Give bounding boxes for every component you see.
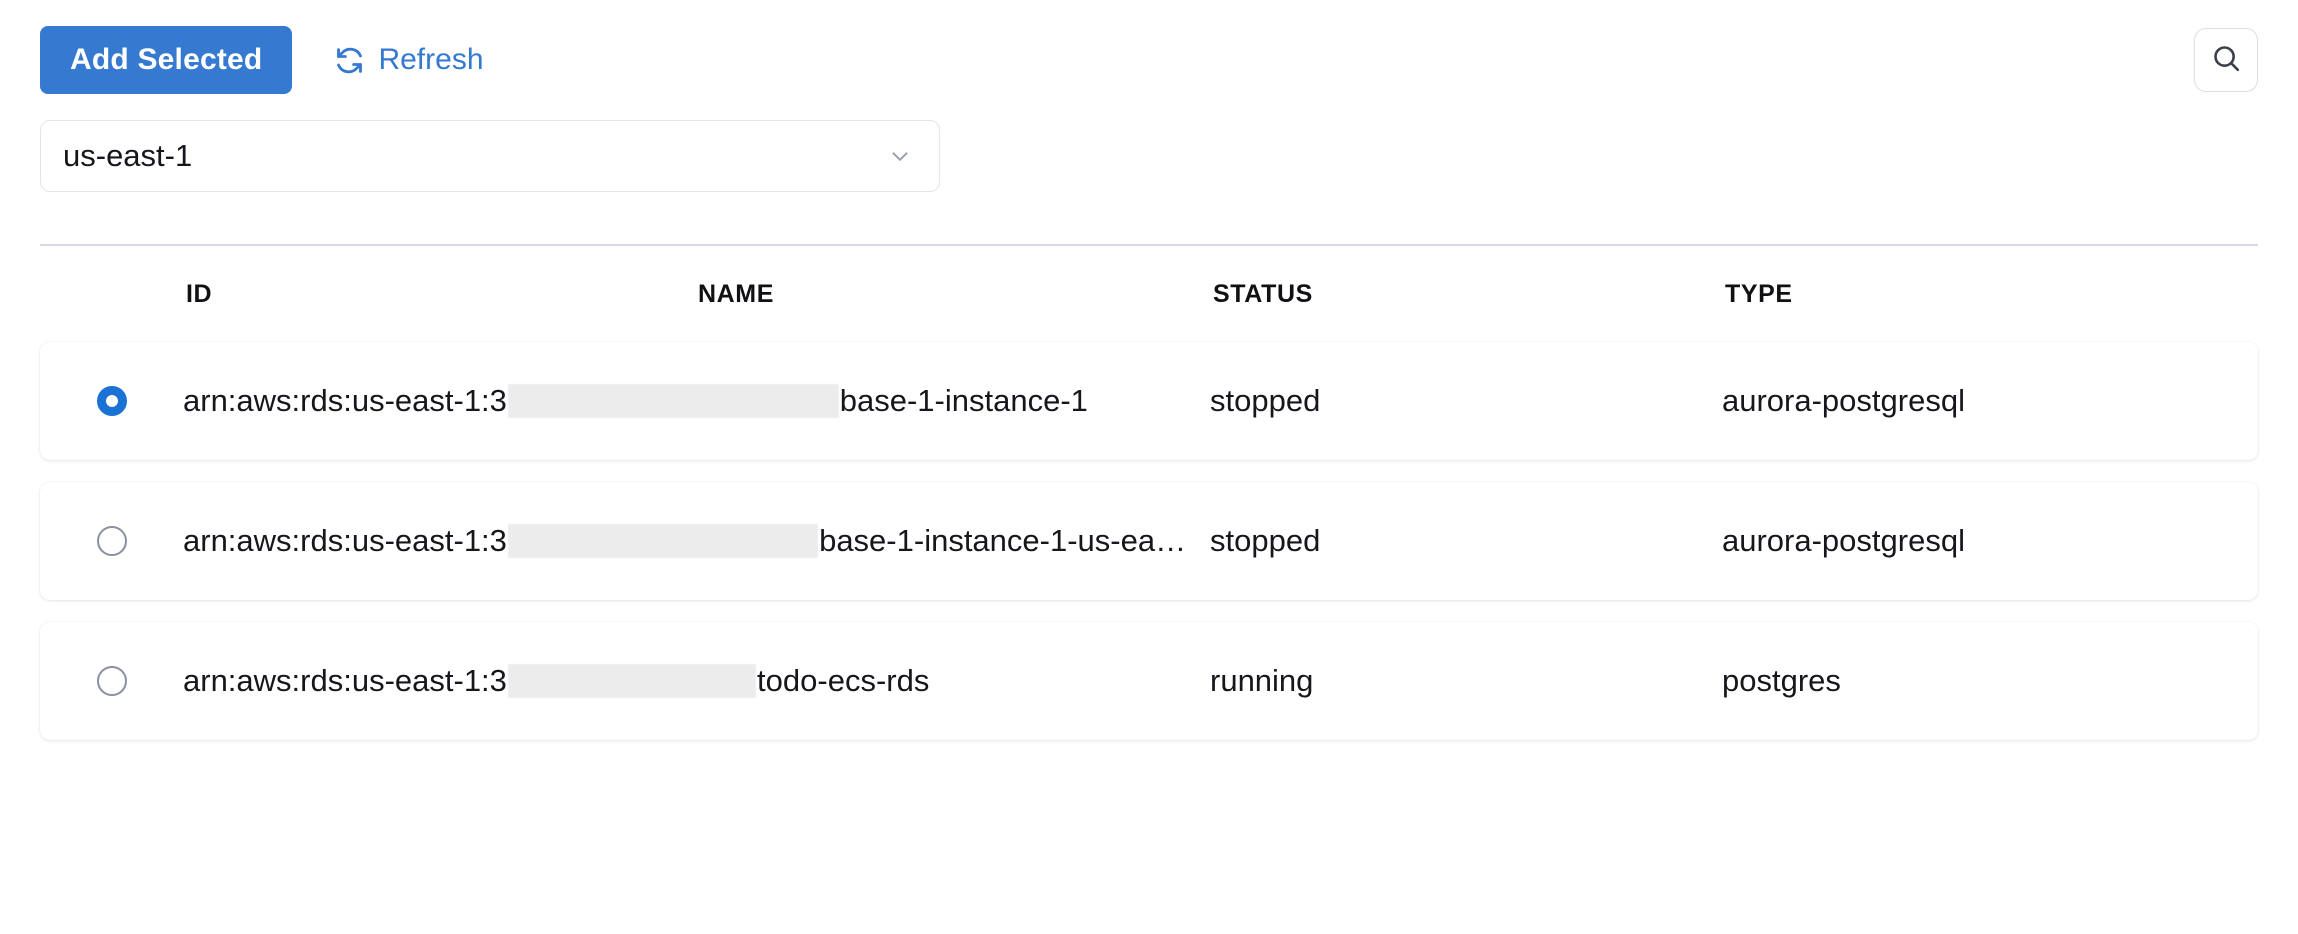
table-row[interactable]: arn:aws:rds:us-east-1:3XXXXXXXXXXXXXXXba… xyxy=(40,482,2258,600)
row-id-prefix: arn:aws:rds:us-east-1:3 xyxy=(183,663,507,698)
add-selected-button[interactable]: Add Selected xyxy=(40,26,293,94)
row-id-suffix: base-1-instance-1 xyxy=(839,383,1088,418)
search-button[interactable] xyxy=(2194,28,2258,92)
table-row[interactable]: arn:aws:rds:us-east-1:3XXXXXXXXXXXX todo… xyxy=(40,622,2258,740)
row-id-cell: arn:aws:rds:us-east-1:3XXXXXXXXXXXX todo… xyxy=(183,663,1210,699)
row-type-cell: aurora-postgresql xyxy=(1722,383,1965,418)
row-status-cell: stopped xyxy=(1210,383,1321,418)
row-id-redacted: XXXXXXXXXXXXXXXX xyxy=(507,384,839,418)
refresh-icon xyxy=(333,44,365,76)
row-id-redacted: XXXXXXXXXXXXXXX xyxy=(507,524,819,558)
radio-button[interactable] xyxy=(96,386,127,416)
row-id-cell: arn:aws:rds:us-east-1:3XXXXXXXXXXXXXXXXb… xyxy=(183,383,1210,419)
row-id-redacted: XXXXXXXXXXXX xyxy=(507,664,757,698)
refresh-button[interactable]: Refresh xyxy=(333,43,484,77)
search-icon xyxy=(2210,42,2243,78)
section-divider xyxy=(40,244,2258,246)
region-select-value: us-east-1 xyxy=(63,138,193,173)
chevron-down-icon xyxy=(887,143,939,169)
table-row[interactable]: arn:aws:rds:us-east-1:3XXXXXXXXXXXXXXXXb… xyxy=(40,342,2258,460)
region-filter-row: us-east-1 xyxy=(0,120,2298,192)
row-type-cell: aurora-postgresql xyxy=(1722,523,1965,558)
row-id-suffix: base-1-instance-1-us-ea… xyxy=(819,523,1187,558)
toolbar: Add Selected Refresh xyxy=(0,0,2298,120)
row-id-prefix: arn:aws:rds:us-east-1:3 xyxy=(183,383,507,418)
row-id-prefix: arn:aws:rds:us-east-1:3 xyxy=(183,523,507,558)
resources-table: ID NAME STATUS TYPE arn:aws:rds:us-east-… xyxy=(40,246,2258,740)
radio-button[interactable] xyxy=(96,666,127,696)
row-id-cell: arn:aws:rds:us-east-1:3XXXXXXXXXXXXXXXba… xyxy=(183,523,1210,559)
refresh-label: Refresh xyxy=(378,43,484,76)
row-id-suffix: todo-ecs-rds xyxy=(757,663,930,698)
column-header-type: TYPE xyxy=(1725,279,1793,308)
radio-button[interactable] xyxy=(96,526,127,556)
column-header-id: ID xyxy=(186,279,213,308)
column-header-name: NAME xyxy=(698,279,775,308)
table-header-row: ID NAME STATUS TYPE xyxy=(40,246,2258,342)
column-header-status: STATUS xyxy=(1213,279,1313,308)
row-select-cell[interactable] xyxy=(40,526,183,556)
row-status-cell: stopped xyxy=(1210,523,1321,558)
region-select[interactable]: us-east-1 xyxy=(40,120,940,192)
row-select-cell[interactable] xyxy=(40,666,183,696)
row-type-cell: postgres xyxy=(1722,663,1841,698)
row-select-cell[interactable] xyxy=(40,386,183,416)
row-status-cell: running xyxy=(1210,663,1314,698)
